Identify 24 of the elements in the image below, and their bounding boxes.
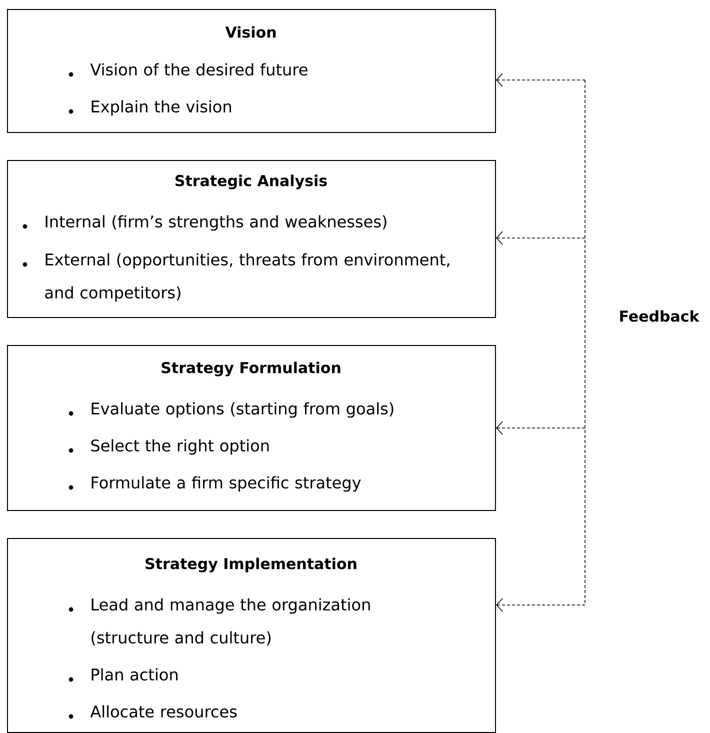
bullet-item: Explain the vision bbox=[68, 100, 231, 116]
arrow bbox=[496, 73, 586, 87]
feedback-label: Feedback bbox=[620, 310, 700, 322]
bullet-item: Vision of the desired future bbox=[68, 63, 308, 77]
arrow bbox=[496, 421, 586, 435]
bullet-item: Lead and manage the organization (structure and culture) bbox=[68, 598, 370, 646]
arrow bbox=[496, 598, 586, 612]
box-heading: Strategy Implementation bbox=[146, 558, 356, 572]
bullet-item: Internal (firm’s strengths and weaknesses) bbox=[22, 215, 386, 231]
box-heading: Strategic Analysis bbox=[176, 174, 327, 190]
process-box bbox=[7, 345, 496, 511]
bullet-item: Select the right option bbox=[68, 439, 269, 455]
bullet-item: Allocate resources bbox=[68, 705, 237, 719]
process-box bbox=[7, 160, 496, 318]
process-box bbox=[7, 538, 496, 733]
bullet-item: External (opportunities, threats from environment, and competitors) bbox=[22, 253, 450, 302]
bullet-item: Plan action bbox=[68, 668, 178, 682]
bullet-item: Evaluate options (starting from goals) bbox=[68, 402, 394, 418]
arrow bbox=[496, 231, 586, 245]
feedback-line bbox=[584, 80, 586, 606]
bullet-item: Formulate a firm specific strategy bbox=[68, 476, 361, 492]
process-box bbox=[7, 9, 496, 133]
box-heading: Vision bbox=[225, 26, 276, 38]
box-heading: Strategy Formulation bbox=[162, 362, 340, 376]
